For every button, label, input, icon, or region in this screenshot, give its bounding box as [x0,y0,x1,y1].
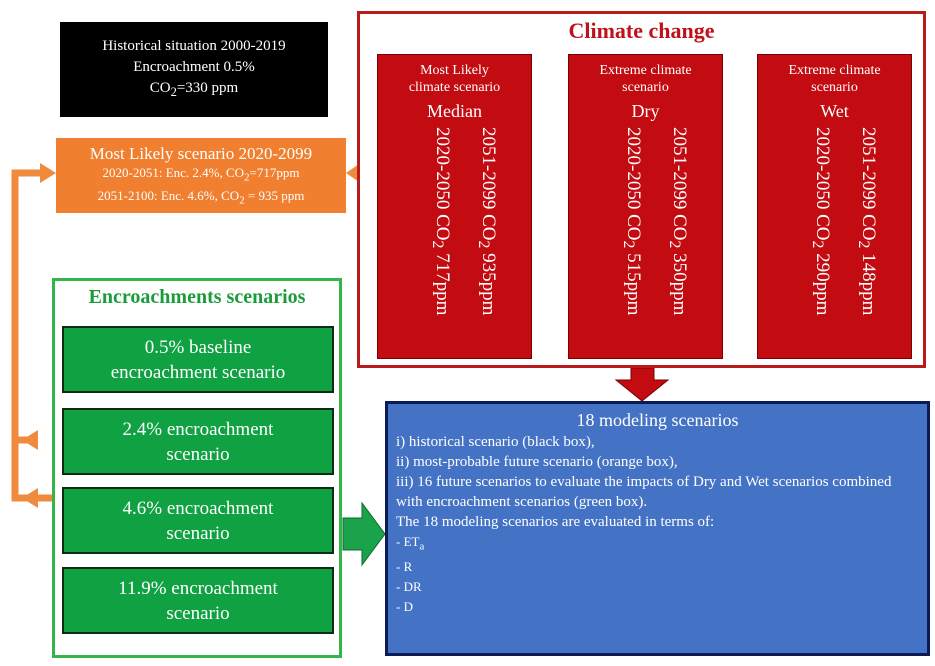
scenario-period-b: 2051-2099 CO2 935ppm [474,127,499,315]
scenario-period-a: 2020-2050 CO2 290ppm [808,127,833,315]
period-text: 2051-2099 CO [858,127,879,241]
modeling-title: 18 modeling scenarios [576,410,739,430]
period-text: 2051-2099 CO [478,127,499,241]
period-value: 350ppm [669,248,690,316]
encroachment-scenarios-frame: Encroachments scenarios 0.5% baseline en… [52,278,342,658]
period-value: 290ppm [812,248,833,316]
arrowhead-to-2-4-scenario [22,430,38,450]
most-likely-scenario-box: Most Likely scenario 2020-2099 2020-2051… [56,138,346,213]
climate-scenario-median: Most Likely climate scenario Median 2020-… [377,54,532,359]
header-line-2: climate scenario [408,80,501,95]
co2-subscript: 2 [244,171,250,184]
modeling-item-2: ii) most-probable future scenario (orang… [396,454,678,470]
co2-subscript: 2 [620,240,638,249]
period-text: 2020-2050 CO [623,127,644,241]
co2-subscript: 2 [170,85,177,99]
period-value: 935ppm [478,248,499,316]
metric-r: - R [396,558,413,574]
scenario-line-2: encroachment scenario [110,361,286,383]
encroachment-scenarios-title: Encroachments scenarios [88,286,306,308]
climate-scenario-dry: Extreme climate scenario Dry 2020-2050 CO… [568,54,723,359]
most-likely-line-1: 2020-2051: Enc. 2.4%, CO2=717ppm [56,164,346,187]
line-text: 2020-2051: Enc. 2.4%, CO [102,165,245,180]
scenario-header: Extreme climate scenario [758,62,911,96]
scenario-name: Dry [631,101,660,121]
co2-text: CO [149,80,171,96]
scenario-line-1: 2.4% encroachment [122,418,274,440]
most-likely-title: Most Likely scenario 2020-2099 [89,144,313,163]
metric-text: - ET [396,534,420,549]
co2-subscript: 2 [809,240,827,249]
most-likely-line-2: 2051-2100: Enc. 4.6%, CO2 = 935 ppm [56,187,346,210]
historical-line-2: Encroachment 0.5% [133,59,255,75]
line-value: = 935 ppm [244,187,305,203]
line-text: 2051-2100: Enc. 4.6%, CO [97,187,240,203]
period-value: 148ppm [858,248,879,316]
modeling-item-4: The 18 modeling scenarios are evaluated … [396,514,715,530]
historical-co2: CO2=330 ppm [150,78,238,103]
arrowhead-to-4-6-scenario [22,488,38,508]
metric-subscript: a [419,540,425,553]
climate-scenario-wet: Extreme climate scenario Wet 2020-2050 CO… [757,54,912,359]
period-value: 515ppm [623,248,644,316]
encroachment-scenario-11-9: 11.9% encroachment scenario [62,567,334,634]
scenario-period-a: 2020-2050 CO2 515ppm [619,127,644,315]
historical-situation-box: Historical situation 2000-2019 Encroachm… [60,22,328,117]
line-value: =717ppm [249,165,300,180]
period-text: 2051-2099 CO [669,127,690,241]
period-text: 2020-2050 CO [812,127,833,241]
scenario-header: Extreme climate scenario [569,62,722,96]
down-arrow-climate-to-modeling [614,367,670,402]
metric-d: - D [396,598,413,614]
metric-eta: - ETa [396,532,919,557]
scenario-line-1: 4.6% encroachment [122,497,274,519]
right-arrow-encroachment-to-modeling [342,501,386,567]
scenario-line-2: scenario [166,522,230,544]
modeling-item-3: iii) 16 future scenarios to evaluate the… [396,474,892,510]
feedback-arrow-line [11,169,55,502]
scenario-line-1: 11.9% encroachment [118,577,278,599]
modeling-item-1: i) historical scenario (black box), [396,434,595,450]
scenario-line-1: 0.5% baseline [144,336,252,358]
scenario-period-b: 2051-2099 CO2 148ppm [854,127,879,315]
scenario-name: Median [427,101,482,121]
arrowhead-to-most-likely [40,163,56,183]
co2-value: =330 ppm [176,80,239,96]
encroachment-scenario-2-4: 2.4% encroachment scenario [62,408,334,475]
header-line-2: scenario [811,80,858,95]
header-line-1: Extreme climate [788,63,881,78]
co2-subscript: 2 [666,240,684,249]
scenario-name: Wet [820,101,849,121]
header-line-2: scenario [622,80,669,95]
metric-dr: - DR [396,578,422,594]
scenario-period-b: 2051-2099 CO2 350ppm [665,127,690,315]
scenario-header: Most Likely climate scenario [378,62,531,96]
co2-subscript: 2 [239,194,245,207]
header-line-1: Extreme climate [599,63,692,78]
co2-subscript: 2 [855,240,873,249]
header-line-1: Most Likely [420,63,489,78]
scenario-line-2: scenario [166,602,230,624]
modeling-scenarios-box: 18 modeling scenarios i) historical scen… [385,401,930,656]
encroachment-scenario-0-5: 0.5% baseline encroachment scenario [62,326,334,393]
period-text: 2020-2050 CO [432,127,453,241]
scenario-line-2: scenario [166,443,230,465]
period-value: 717ppm [432,248,453,316]
co2-subscript: 2 [475,240,493,249]
scenario-period-a: 2020-2050 CO2 717ppm [428,127,453,315]
climate-change-frame: Climate change Most Likely climate scenar… [357,11,926,368]
encroachment-scenario-4-6: 4.6% encroachment scenario [62,487,334,554]
co2-subscript: 2 [429,240,447,249]
climate-change-title: Climate change [568,18,715,43]
historical-line-1: Historical situation 2000-2019 [102,38,286,54]
